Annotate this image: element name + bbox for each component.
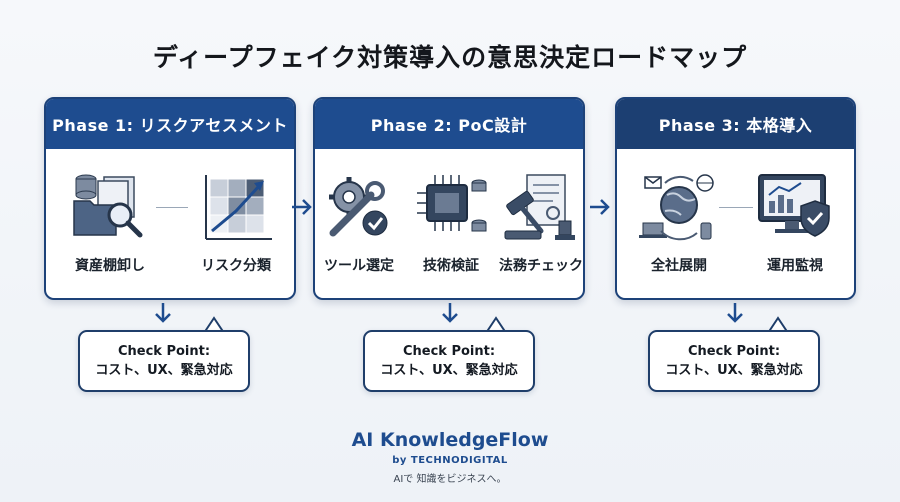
brand-by: by TECHNODIGITAL (392, 455, 508, 466)
step-connector (156, 207, 188, 208)
arrow-down-icon (155, 303, 171, 323)
arrow-down-icon (727, 303, 743, 323)
phase-2-card: Phase 2: PoC設計 ツール選定 (313, 97, 585, 300)
globe-devices-icon (639, 174, 714, 241)
check-point-text: コスト、UX、緊急対応 (665, 363, 803, 378)
phase-3-header: Phase 3: 本格導入 (617, 99, 854, 149)
phase-1-card: Phase 1: リスクアセスメント 資産棚卸し (44, 97, 296, 300)
step-label: 法務チェック (499, 258, 583, 274)
check-point-title: Check Point: (117, 344, 211, 359)
brand-tagline: AIで 知識をビジネスへ。 (393, 474, 507, 485)
check-point-text: コスト、UX、緊急対応 (95, 363, 233, 378)
step-legal-check: 法務チェック (491, 171, 583, 275)
chip-database-icon (417, 175, 487, 232)
step-tech-verification: 技術検証 (401, 171, 501, 275)
arrow-right-icon (590, 199, 610, 215)
monitor-shield-icon (758, 174, 830, 237)
check-point-title: Check Point: (402, 344, 496, 359)
step-label: リスク分類 (201, 258, 271, 274)
arrow-down-icon (442, 303, 458, 323)
risk-matrix-icon (205, 175, 272, 240)
step-label: 全社展開 (651, 258, 707, 274)
check-point-bubble-3: Check Point: コスト、UX、緊急対応 (648, 330, 820, 392)
check-point-bubble-1: Check Point: コスト、UX、緊急対応 (78, 330, 250, 392)
check-point-bubble-2: Check Point: コスト、UX、緊急対応 (363, 330, 535, 392)
gavel-contract-icon (504, 174, 575, 240)
step-label: ツール選定 (324, 258, 394, 274)
step-asset-inventory: 資産棚卸し (60, 171, 160, 275)
step-operation-monitoring: 運用監視 (745, 171, 845, 275)
step-label: 技術検証 (423, 258, 479, 274)
check-point-text: コスト、UX、緊急対応 (380, 363, 518, 378)
step-connector (719, 207, 753, 208)
step-label: 資産棚卸し (75, 258, 145, 274)
step-label: 運用監視 (767, 258, 823, 274)
brand-logo: AI KnowledgeFlow (351, 429, 549, 451)
gears-wrench-icon (329, 177, 388, 237)
documents-magnifier-icon (73, 174, 143, 238)
step-company-rollout: 全社展開 (629, 171, 729, 275)
arrow-right-icon (292, 199, 312, 215)
step-tool-selection: ツール選定 (315, 171, 409, 275)
check-point-title: Check Point: (687, 344, 781, 359)
step-risk-classification: リスク分類 (186, 171, 286, 275)
page-title: ディープフェイク対策導入の意思決定ロードマップ (152, 43, 748, 72)
phase-3-card: Phase 3: 本格導入 全社展開 (615, 97, 856, 300)
phase-2-header: Phase 2: PoC設計 (315, 99, 583, 149)
phase-1-header: Phase 1: リスクアセスメント (46, 99, 294, 149)
